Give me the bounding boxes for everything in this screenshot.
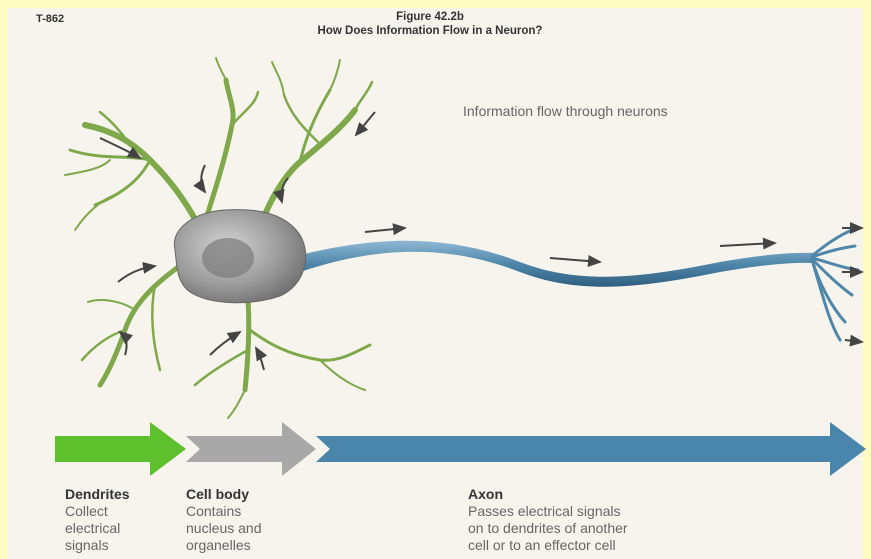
axon-label: Axon Passes electrical signals on to den…	[468, 486, 628, 554]
cell-body-title: Cell body	[186, 486, 262, 503]
cell-body-label: Cell body Contains nucleus and organelle…	[186, 486, 262, 554]
cell-body-desc-line: nucleus and	[186, 520, 262, 536]
dendrites-title: Dendrites	[65, 486, 130, 503]
dendrites-desc-line: Collect	[65, 503, 108, 519]
axon	[300, 241, 815, 287]
dendrites-label: Dendrites Collect electrical signals	[65, 486, 130, 554]
cell-body-desc-line: Contains	[186, 503, 241, 519]
nucleus	[202, 238, 254, 278]
cell-body-arrow	[186, 422, 316, 476]
axon-desc-line: on to dendrites of another	[468, 520, 628, 536]
dendrites-desc-line: signals	[65, 537, 109, 553]
axon-arrow	[316, 422, 866, 476]
dendrites-arrow	[55, 422, 186, 476]
flow-arrows	[55, 422, 866, 476]
axon-desc-line: Passes electrical signals	[468, 503, 621, 519]
axon-terminals	[812, 230, 858, 340]
axon-title: Axon	[468, 486, 628, 503]
axon-desc-line: cell or to an effector cell	[468, 537, 616, 553]
cell-body	[174, 210, 305, 303]
dendrites-desc-line: electrical	[65, 520, 120, 536]
cell-body-desc-line: organelles	[186, 537, 251, 553]
